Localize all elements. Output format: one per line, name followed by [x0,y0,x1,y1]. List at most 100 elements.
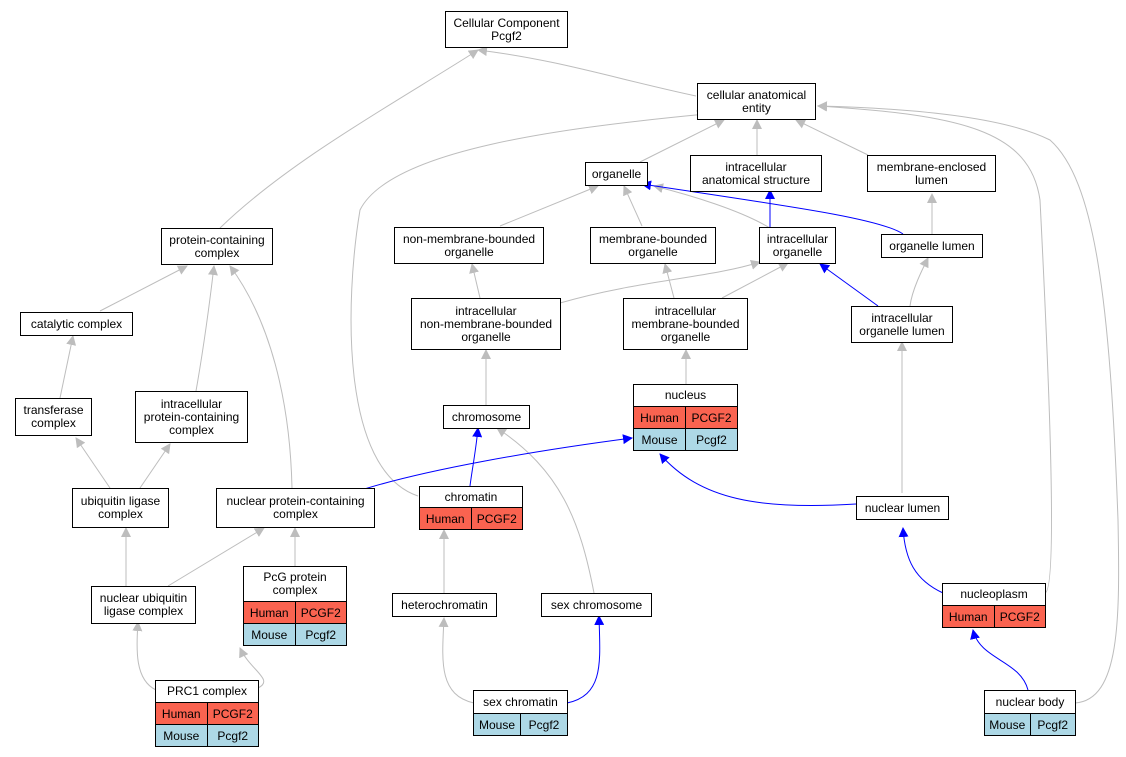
node-non-membrane-bounded-organelle[interactable]: non-membrane-bounded organelle [394,227,544,264]
mouse-row: Mouse Pcgf2 [156,724,258,746]
node-chromosome[interactable]: chromosome [443,405,530,429]
edge [132,621,157,691]
gene-symbol: PCGF2 [685,407,737,428]
edge [499,184,599,227]
edge [75,437,111,489]
node-label: nucleoplasm [960,587,1028,601]
node-label: chromosome [451,409,522,424]
node-label: ubiquitin ligase complex [80,494,161,521]
edge [559,259,761,304]
species-label: Human [249,605,289,620]
mouse-row: Mouse Pcgf2 [244,623,346,645]
node-membrane-bounded-organelle[interactable]: membrane-bounded organelle [590,227,716,264]
edge [639,119,725,163]
node-intracellular-membrane-bounded-organelle[interactable]: intracellular membrane-bounded organelle [623,298,748,350]
node-label: nuclear lumen [864,500,941,515]
node-nuclear-ubiquitin-ligase-complex[interactable]: nuclear ubiquitin ligase complex [91,586,196,624]
node-label: transferase complex [23,403,84,430]
node-membrane-enclosed-lumen[interactable]: membrane-enclosed lumen [867,155,996,192]
node-intracellular-non-membrane-bounded-organelle[interactable]: intracellular non-membrane-bounded organ… [411,298,561,350]
edge [229,265,293,489]
node-catalytic-complex[interactable]: catalytic complex [20,312,133,336]
node-label: non-membrane-bounded organelle [402,231,536,259]
node-intracellular-anatomical-structure[interactable]: intracellular anatomical structure [690,155,822,192]
edge [898,527,944,594]
mouse-row: Mouse Pcgf2 [985,713,1075,735]
gene-symbol: PCGF2 [206,703,259,724]
node-pcg-protein-complex[interactable]: PcG protein complex Human PCGF2 Mouse Pc… [243,566,347,646]
gene-symbol: PCGF2 [294,602,347,623]
edge [623,185,643,227]
node-prc1-complex[interactable]: PRC1 complex Human PCGF2 Mouse Pcgf2 [155,680,259,747]
node-label: sex chromosome [550,597,643,612]
edge [970,629,1029,691]
node-label: Cellular Component Pcgf2 [453,15,560,43]
node-intracellular-protein-containing-complex[interactable]: intracellular protein-containing complex [135,391,248,443]
node-label: organelle [591,166,642,181]
species-label: Human [640,410,679,425]
node-organelle-lumen[interactable]: organelle lumen [881,234,983,258]
node-heterochromatin[interactable]: heterochromatin [392,593,497,617]
node-label: intracellular organelle [766,231,829,259]
species-label: Mouse [641,432,678,447]
node-label: catalytic complex [30,316,123,331]
node-nuclear-body[interactable]: nuclear body Mouse Pcgf2 [984,690,1076,736]
node-nuclear-protein-containing-complex[interactable]: nuclear protein-containing complex [216,488,375,528]
node-cellular-anatomical-entity[interactable]: cellular anatomical entity [697,83,816,120]
edge [566,615,605,704]
species-label: Human [948,609,988,624]
gene-symbol: Pcgf2 [206,725,259,746]
edge [195,265,218,392]
node-transferase-complex[interactable]: transferase complex [15,398,92,436]
node-label: intracellular protein-containing complex [143,396,240,437]
edge [469,263,481,299]
node-organelle[interactable]: organelle [585,162,648,186]
node-ubiquitin-ligase-complex[interactable]: ubiquitin ligase complex [72,488,169,528]
node-label: protein-containing complex [169,232,265,260]
node-sex-chromosome[interactable]: sex chromosome [541,593,652,617]
edge [819,263,879,307]
edge [438,617,475,704]
edge [219,49,479,229]
node-intracellular-organelle-lumen[interactable]: intracellular organelle lumen [851,306,953,343]
gene-symbol: PCGF2 [470,508,523,529]
node-label: intracellular membrane-bounded organelle [631,303,740,344]
node-label: membrane-bounded organelle [598,231,708,259]
human-row: Human PCGF2 [244,601,346,623]
edge [817,101,1052,594]
node-label: nuclear body [995,694,1065,709]
gene-symbol: Pcgf2 [1029,714,1076,735]
edge [99,265,188,312]
edge [653,183,771,229]
node-intracellular-organelle[interactable]: intracellular organelle [759,227,836,264]
species-label: Mouse [478,717,516,732]
node-label: nuclear ubiquitin ligase complex [99,591,188,618]
edge [469,427,483,487]
node-label: PRC1 complex [166,684,248,698]
node-label: intracellular non-membrane-bounded organ… [419,303,553,344]
node-nuclear-lumen[interactable]: nuclear lumen [856,496,949,520]
gene-symbol: PCGF2 [993,606,1046,627]
node-protein-containing-complex[interactable]: protein-containing complex [161,228,273,265]
edge [909,257,929,307]
node-cellular-component-pcgf2[interactable]: Cellular Component Pcgf2 [445,11,568,48]
gene-symbol: Pcgf2 [685,429,737,450]
species-label: Human [161,706,201,721]
edge [662,263,675,299]
human-row: Human PCGF2 [943,605,1045,627]
node-chromatin[interactable]: chromatin Human PCGF2 [419,486,523,530]
mouse-row: Mouse Pcgf2 [634,428,737,450]
edge [817,101,1120,704]
node-label: membrane-enclosed lumen [876,159,987,187]
gene-symbol: Pcgf2 [294,624,347,645]
node-nucleoplasm[interactable]: nucleoplasm Human PCGF2 [942,583,1046,628]
node-nucleus[interactable]: nucleus Human PCGF2 Mouse Pcgf2 [633,384,738,451]
node-label: cellular anatomical entity [706,87,807,115]
human-row: Human PCGF2 [420,507,522,529]
edge [351,434,633,494]
gene-symbol: Pcgf2 [520,714,567,735]
species-label: Mouse [163,728,200,743]
node-sex-chromatin[interactable]: sex chromatin Mouse Pcgf2 [473,690,568,736]
edge [350,109,707,497]
